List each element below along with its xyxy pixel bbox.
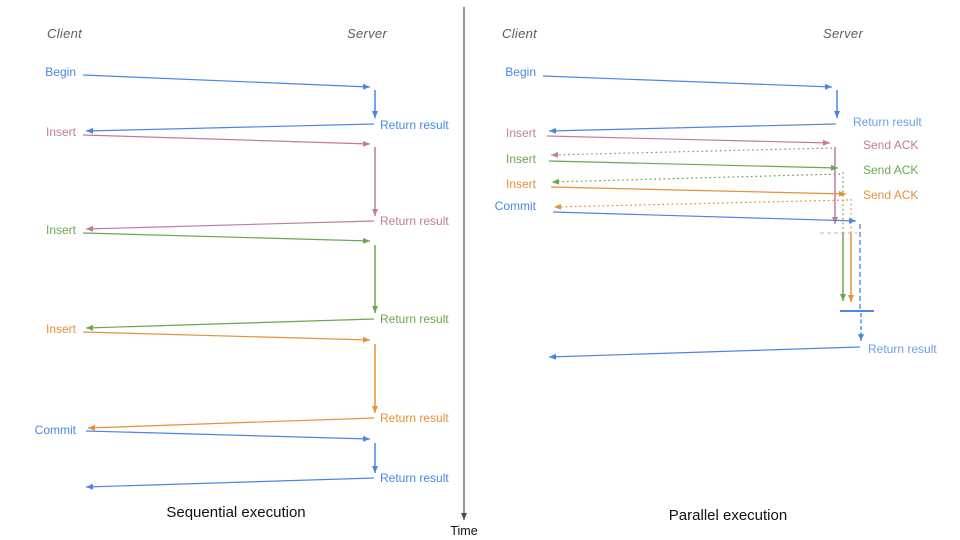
- par-send-arrow-0: [542, 75, 833, 90]
- par-return-arrow-3: [553, 199, 849, 210]
- parallel-client-header: Client: [502, 26, 538, 41]
- par-response-label-2: Send ACK: [863, 163, 919, 177]
- seq-return-arrow-1: [85, 220, 375, 232]
- sequential-server-header: Server: [347, 26, 388, 41]
- par-request-label-0: Begin: [505, 65, 536, 79]
- par-request-label-3: Insert: [505, 177, 536, 191]
- par-return-arrow-2: [551, 173, 841, 185]
- seq-send-arrow-1: [82, 134, 371, 147]
- par-request-label-2: Insert: [505, 152, 536, 166]
- seq-send-arrow-4: [85, 430, 371, 442]
- seq-response-label-4: Return result: [380, 471, 449, 485]
- seq-response-label-0: Return result: [380, 118, 449, 132]
- seq-response-label-2: Return result: [380, 312, 449, 326]
- seq-send-arrow-0: [82, 74, 371, 90]
- parallel-final-response-label: Return result: [868, 342, 937, 356]
- seq-return-arrow-3: [87, 417, 375, 431]
- seq-request-label-4: Commit: [34, 423, 76, 437]
- seq-request-label-1: Insert: [45, 125, 76, 139]
- par-send-arrow-3: [550, 186, 847, 197]
- parallel-server-header: Server: [823, 26, 864, 41]
- seq-send-arrow-3: [82, 331, 371, 343]
- seq-request-label-0: Begin: [45, 65, 76, 79]
- sequential-client-header: Client: [47, 26, 83, 41]
- par-response-label-0: Return result: [853, 115, 922, 129]
- par-send-arrow-4: [552, 211, 857, 224]
- seq-return-arrow-0: [85, 123, 375, 134]
- parallel-title: Parallel execution: [668, 507, 788, 524]
- parallel-final-return-arrow: [548, 346, 861, 360]
- sequential-title: Sequential execution: [166, 504, 306, 521]
- time-axis-label: Time: [450, 524, 478, 538]
- par-response-label-3: Send ACK: [863, 188, 919, 202]
- seq-response-label-1: Return result: [380, 214, 449, 228]
- seq-request-label-2: Insert: [45, 223, 76, 237]
- par-return-arrow-1: [550, 147, 833, 158]
- seq-return-arrow-4: [85, 477, 375, 490]
- par-return-arrow-0: [548, 123, 837, 134]
- par-send-arrow-2: [548, 160, 839, 171]
- par-response-label-1: Send ACK: [863, 138, 919, 152]
- par-request-label-1: Insert: [505, 126, 536, 140]
- seq-request-label-3: Insert: [45, 322, 76, 336]
- par-send-arrow-1: [546, 135, 831, 146]
- seq-send-arrow-2: [82, 232, 371, 244]
- par-request-label-4: Commit: [494, 199, 536, 213]
- seq-return-arrow-2: [85, 318, 375, 331]
- seq-response-label-3: Return result: [380, 411, 449, 425]
